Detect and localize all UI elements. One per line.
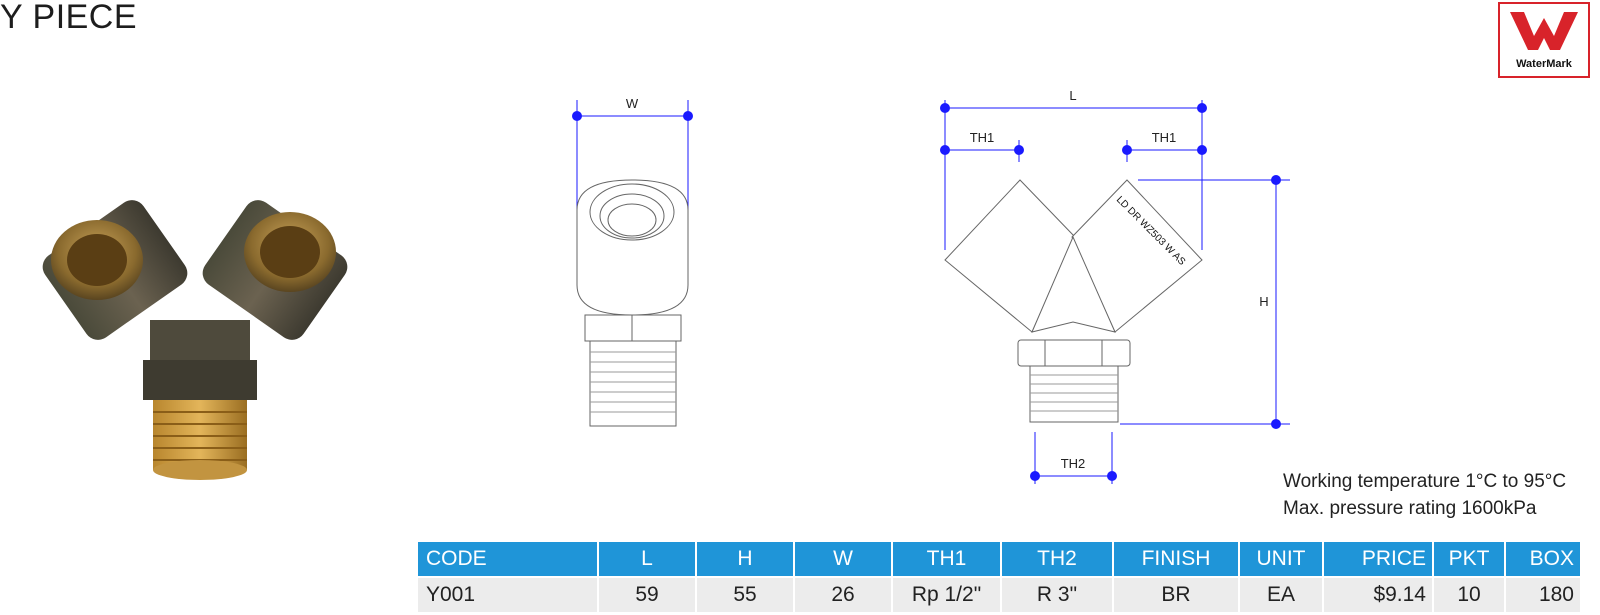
col-unit: UNIT [1240, 542, 1322, 576]
dimension-h-label: H [1259, 294, 1268, 309]
cell-w: 26 [795, 576, 891, 612]
dimension-w-label: W [626, 96, 639, 111]
table-row: Y001 59 55 26 Rp 1/2" R 3" BR EA $9.14 1… [418, 576, 1580, 612]
table-header-row: CODE L H W TH1 TH2 FINISH UNIT PRICE PKT… [418, 542, 1580, 576]
col-code: CODE [418, 542, 597, 576]
col-l: L [599, 542, 695, 576]
col-finish: FINISH [1114, 542, 1238, 576]
cell-th2: R 3" [1002, 576, 1112, 612]
col-pkt: PKT [1434, 542, 1504, 576]
side-view-drawing: L TH1 TH1 H TH2 LD DR WZ503 W AS [940, 88, 1290, 484]
pressure-rating-text: Max. pressure rating 1600kPa [1283, 498, 1537, 519]
product-table: CODE L H W TH1 TH2 FINISH UNIT PRICE PKT… [416, 542, 1582, 612]
col-w: W [795, 542, 891, 576]
product-photo [42, 200, 348, 480]
cell-h: 55 [697, 576, 793, 612]
dimension-th1-left-label: TH1 [970, 130, 995, 145]
col-th2: TH2 [1002, 542, 1112, 576]
dimension-th2-label: TH2 [1061, 456, 1086, 471]
dimension-th1-right-label: TH1 [1152, 130, 1177, 145]
cell-finish: BR [1114, 576, 1238, 612]
cell-box: 180 [1506, 576, 1580, 612]
watermark-logo: WaterMark [1498, 2, 1590, 78]
cell-th1: Rp 1/2" [893, 576, 1000, 612]
cell-pkt: 10 [1434, 576, 1504, 612]
cell-code: Y001 [418, 576, 597, 612]
col-h: H [697, 542, 793, 576]
watermark-w-icon [1510, 12, 1578, 50]
watermark-logo-text: WaterMark [1516, 58, 1572, 70]
dimension-l-label: L [1069, 88, 1076, 103]
col-price: PRICE [1324, 542, 1432, 576]
working-temperature-text: Working temperature 1°C to 95°C [1283, 471, 1567, 492]
col-box: BOX [1506, 542, 1580, 576]
cell-price: $9.14 [1324, 576, 1432, 612]
front-view-drawing: W [572, 96, 693, 427]
cell-l: 59 [599, 576, 695, 612]
cell-unit: EA [1240, 576, 1322, 612]
col-th1: TH1 [893, 542, 1000, 576]
specs-block: Working temperature 1°C to 95°C Max. pre… [1283, 468, 1566, 522]
page-title: Y PIECE [0, 0, 138, 36]
